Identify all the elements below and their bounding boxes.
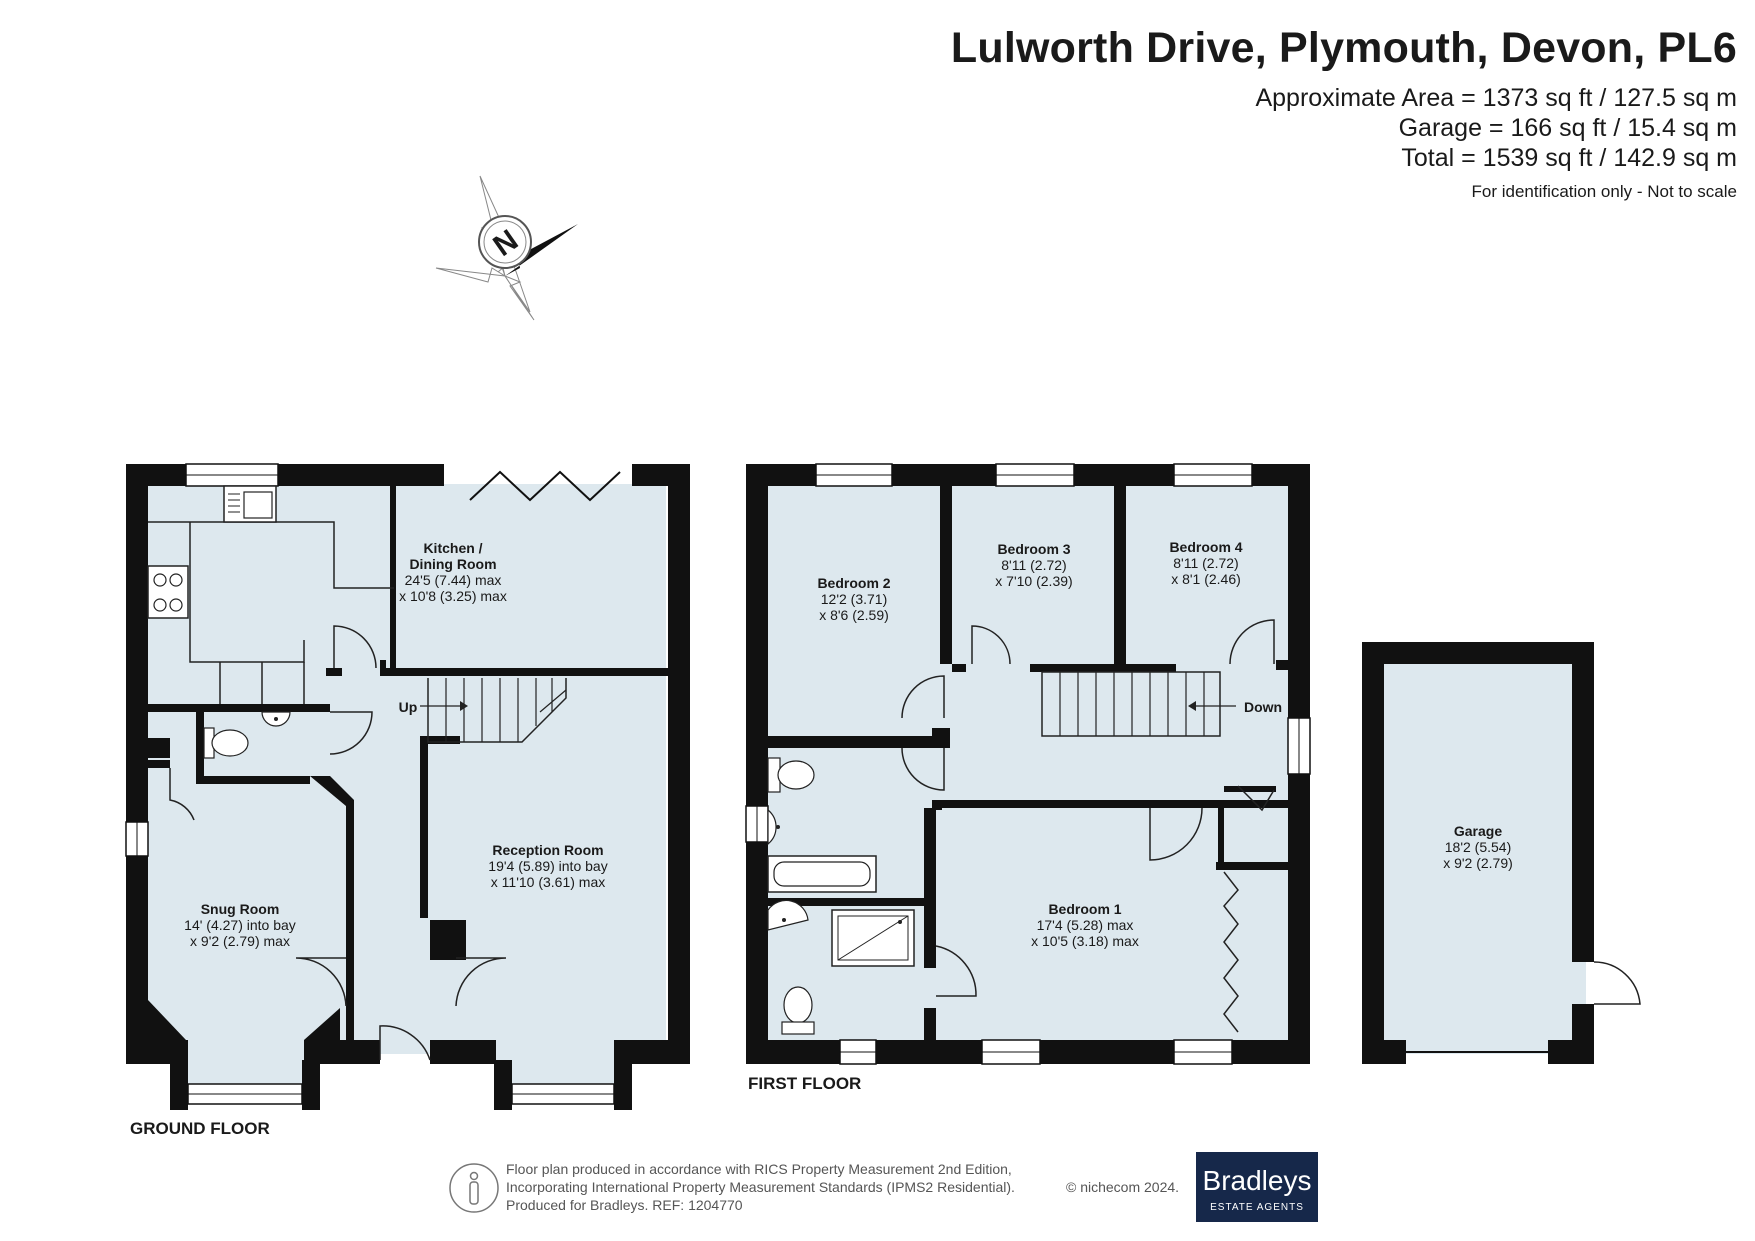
bedroom3-dim1: 8'11 (2.72) [1001, 557, 1066, 573]
approximate-area-text: Approximate Area = 1373 sq ft / 127.5 sq… [1255, 84, 1737, 112]
bedroom1-name: Bedroom 1 [1048, 901, 1121, 917]
logo-subtitle: ESTATE AGENTS [1210, 1202, 1304, 1213]
kitchen-name-line2: Dining Room [409, 556, 496, 572]
kitchen-dim1: 24'5 (7.44) max [405, 572, 502, 588]
snug-name: Snug Room [201, 901, 280, 917]
bedroom1-dim2: x 10'5 (3.18) max [1031, 933, 1139, 949]
bedroom3-dim2: x 7'10 (2.39) [995, 573, 1072, 589]
stairs-down-arrow-icon [1188, 701, 1196, 711]
ground-wc-basin-icon [261, 711, 291, 727]
bathroom-toilet-icon [767, 757, 815, 793]
stairs-up-label: Up [399, 699, 418, 715]
scale-disclaimer: For identification only - Not to scale [1471, 182, 1737, 201]
garage-area-text: Garage = 166 sq ft / 15.4 sq m [1398, 114, 1737, 142]
bedroom4-dim2: x 8'1 (2.46) [1171, 571, 1241, 587]
footer-line1: Floor plan produced in accordance with R… [506, 1161, 1012, 1177]
compass-icon: N [435, 175, 578, 321]
ground-stairs [420, 678, 567, 743]
ground-floor-interior [146, 484, 666, 1092]
bath-icon [767, 855, 877, 893]
reception-dim2: x 11'10 (3.61) max [491, 874, 605, 890]
footer: Floor plan produced in accordance with R… [449, 1152, 1318, 1222]
ensuite-toilet-icon [781, 986, 815, 1035]
footer-line3: Produced for Bradleys. REF: 1204770 [506, 1197, 743, 1213]
bedroom4-name: Bedroom 4 [1169, 539, 1242, 555]
kitchen-dim2: x 10'8 (3.25) max [399, 588, 507, 604]
kitchen-sink-icon [223, 485, 277, 523]
ground-floor-label: GROUND FLOOR [130, 1119, 270, 1138]
ground-floor-plan: Up Kitchen / Dining Room 24'5 (7.44) max… [125, 463, 690, 1138]
garage-plan: Garage 18'2 (5.54) x 9'2 (2.79) [1362, 642, 1641, 1064]
first-floor-stairs [1041, 671, 1236, 737]
garage-dim2: x 9'2 (2.79) [1443, 855, 1513, 871]
total-area-text: Total = 1539 sq ft / 142.9 sq m [1401, 144, 1737, 172]
reception-dim1: 19'4 (5.89) into bay [488, 858, 607, 874]
hob-icon [147, 565, 189, 619]
stairs-down-label: Down [1244, 699, 1282, 715]
bathroom-basin-icon [767, 808, 780, 846]
stairs-up-arrow-icon [460, 701, 468, 711]
ensuite-basin-icon [767, 899, 809, 931]
kitchen-name-line1: Kitchen / [423, 540, 482, 556]
shower-icon [831, 909, 915, 967]
reception-name: Reception Room [492, 842, 603, 858]
bedroom1-dim1: 17'4 (5.28) max [1037, 917, 1134, 933]
plan-title: Lulworth Drive, Plymouth, Devon, PL6 [950, 24, 1737, 72]
bedroom3-name: Bedroom 3 [997, 541, 1070, 557]
first-floor-plan: Down Bedroom 2 12'2 (3.7 [745, 463, 1311, 1093]
snug-dim1: 14' (4.27) into bay [184, 917, 296, 933]
garage-dim1: 18'2 (5.54) [1445, 839, 1512, 855]
ground-wc-toilet-icon [203, 727, 249, 759]
bedroom2-name: Bedroom 2 [817, 575, 890, 591]
bradleys-logo: Bradleys ESTATE AGENTS [1196, 1152, 1318, 1222]
person-scale-icon [449, 1163, 499, 1213]
footer-line2: Incorporating International Property Mea… [506, 1179, 1015, 1195]
bedroom4-dim1: 8'11 (2.72) [1173, 555, 1238, 571]
bedroom2-dim2: x 8'6 (2.59) [819, 607, 889, 623]
copyright-text: © nichecom 2024. [1066, 1179, 1179, 1195]
garage-name: Garage [1454, 823, 1502, 839]
logo-name: Bradleys [1203, 1165, 1312, 1196]
first-floor-label: FIRST FLOOR [748, 1074, 861, 1093]
snug-dim2: x 9'2 (2.79) max [190, 933, 290, 949]
garage-interior [1382, 664, 1586, 1054]
bedroom2-dim1: 12'2 (3.71) [821, 591, 888, 607]
